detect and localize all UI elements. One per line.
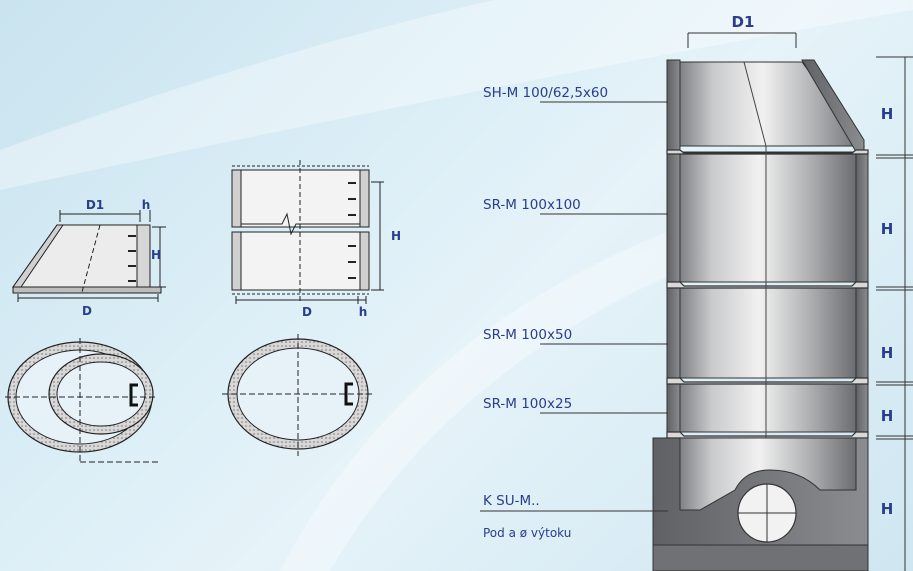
height-label-1: H — [881, 105, 894, 123]
H-dim-label-mid: H — [391, 229, 401, 243]
d1-dimension — [687, 32, 797, 48]
part-label-sr-m-50: SR-M 100x50 — [483, 327, 572, 343]
d1-dim-label-big: D1 — [732, 13, 755, 31]
height-dimension-rail — [876, 56, 913, 571]
cone-top-view — [5, 338, 160, 463]
height-label-2: H — [881, 220, 894, 238]
ring-side-view — [231, 160, 384, 304]
manhole-assembly — [652, 59, 869, 571]
ring-top-view — [222, 334, 374, 456]
H-dim-label-small: H — [151, 248, 161, 262]
D-dim-label-mid: D — [302, 305, 312, 319]
height-label-5: H — [881, 500, 894, 518]
part-label-sr-m-25: SR-M 100x25 — [483, 396, 572, 412]
leader-lines — [480, 101, 668, 512]
part-label-sr-m-100: SR-M 100x100 — [483, 197, 581, 213]
h-dim-label-mid: h — [359, 305, 368, 319]
part-label-sh-m: SH-M 100/62,5x60 — [483, 85, 608, 101]
d1-dim-label-small: D1 — [86, 198, 104, 212]
part-label-k-su-m: K SU-M.. — [483, 493, 540, 509]
footnote-outlet: Pod a ø výtoku — [483, 526, 571, 540]
height-label-4: H — [881, 407, 894, 425]
height-label-3: H — [881, 344, 894, 362]
cone-side-view — [12, 210, 166, 302]
h-dim-label-small: h — [142, 198, 151, 212]
D-dim-label-small: D — [82, 304, 92, 318]
